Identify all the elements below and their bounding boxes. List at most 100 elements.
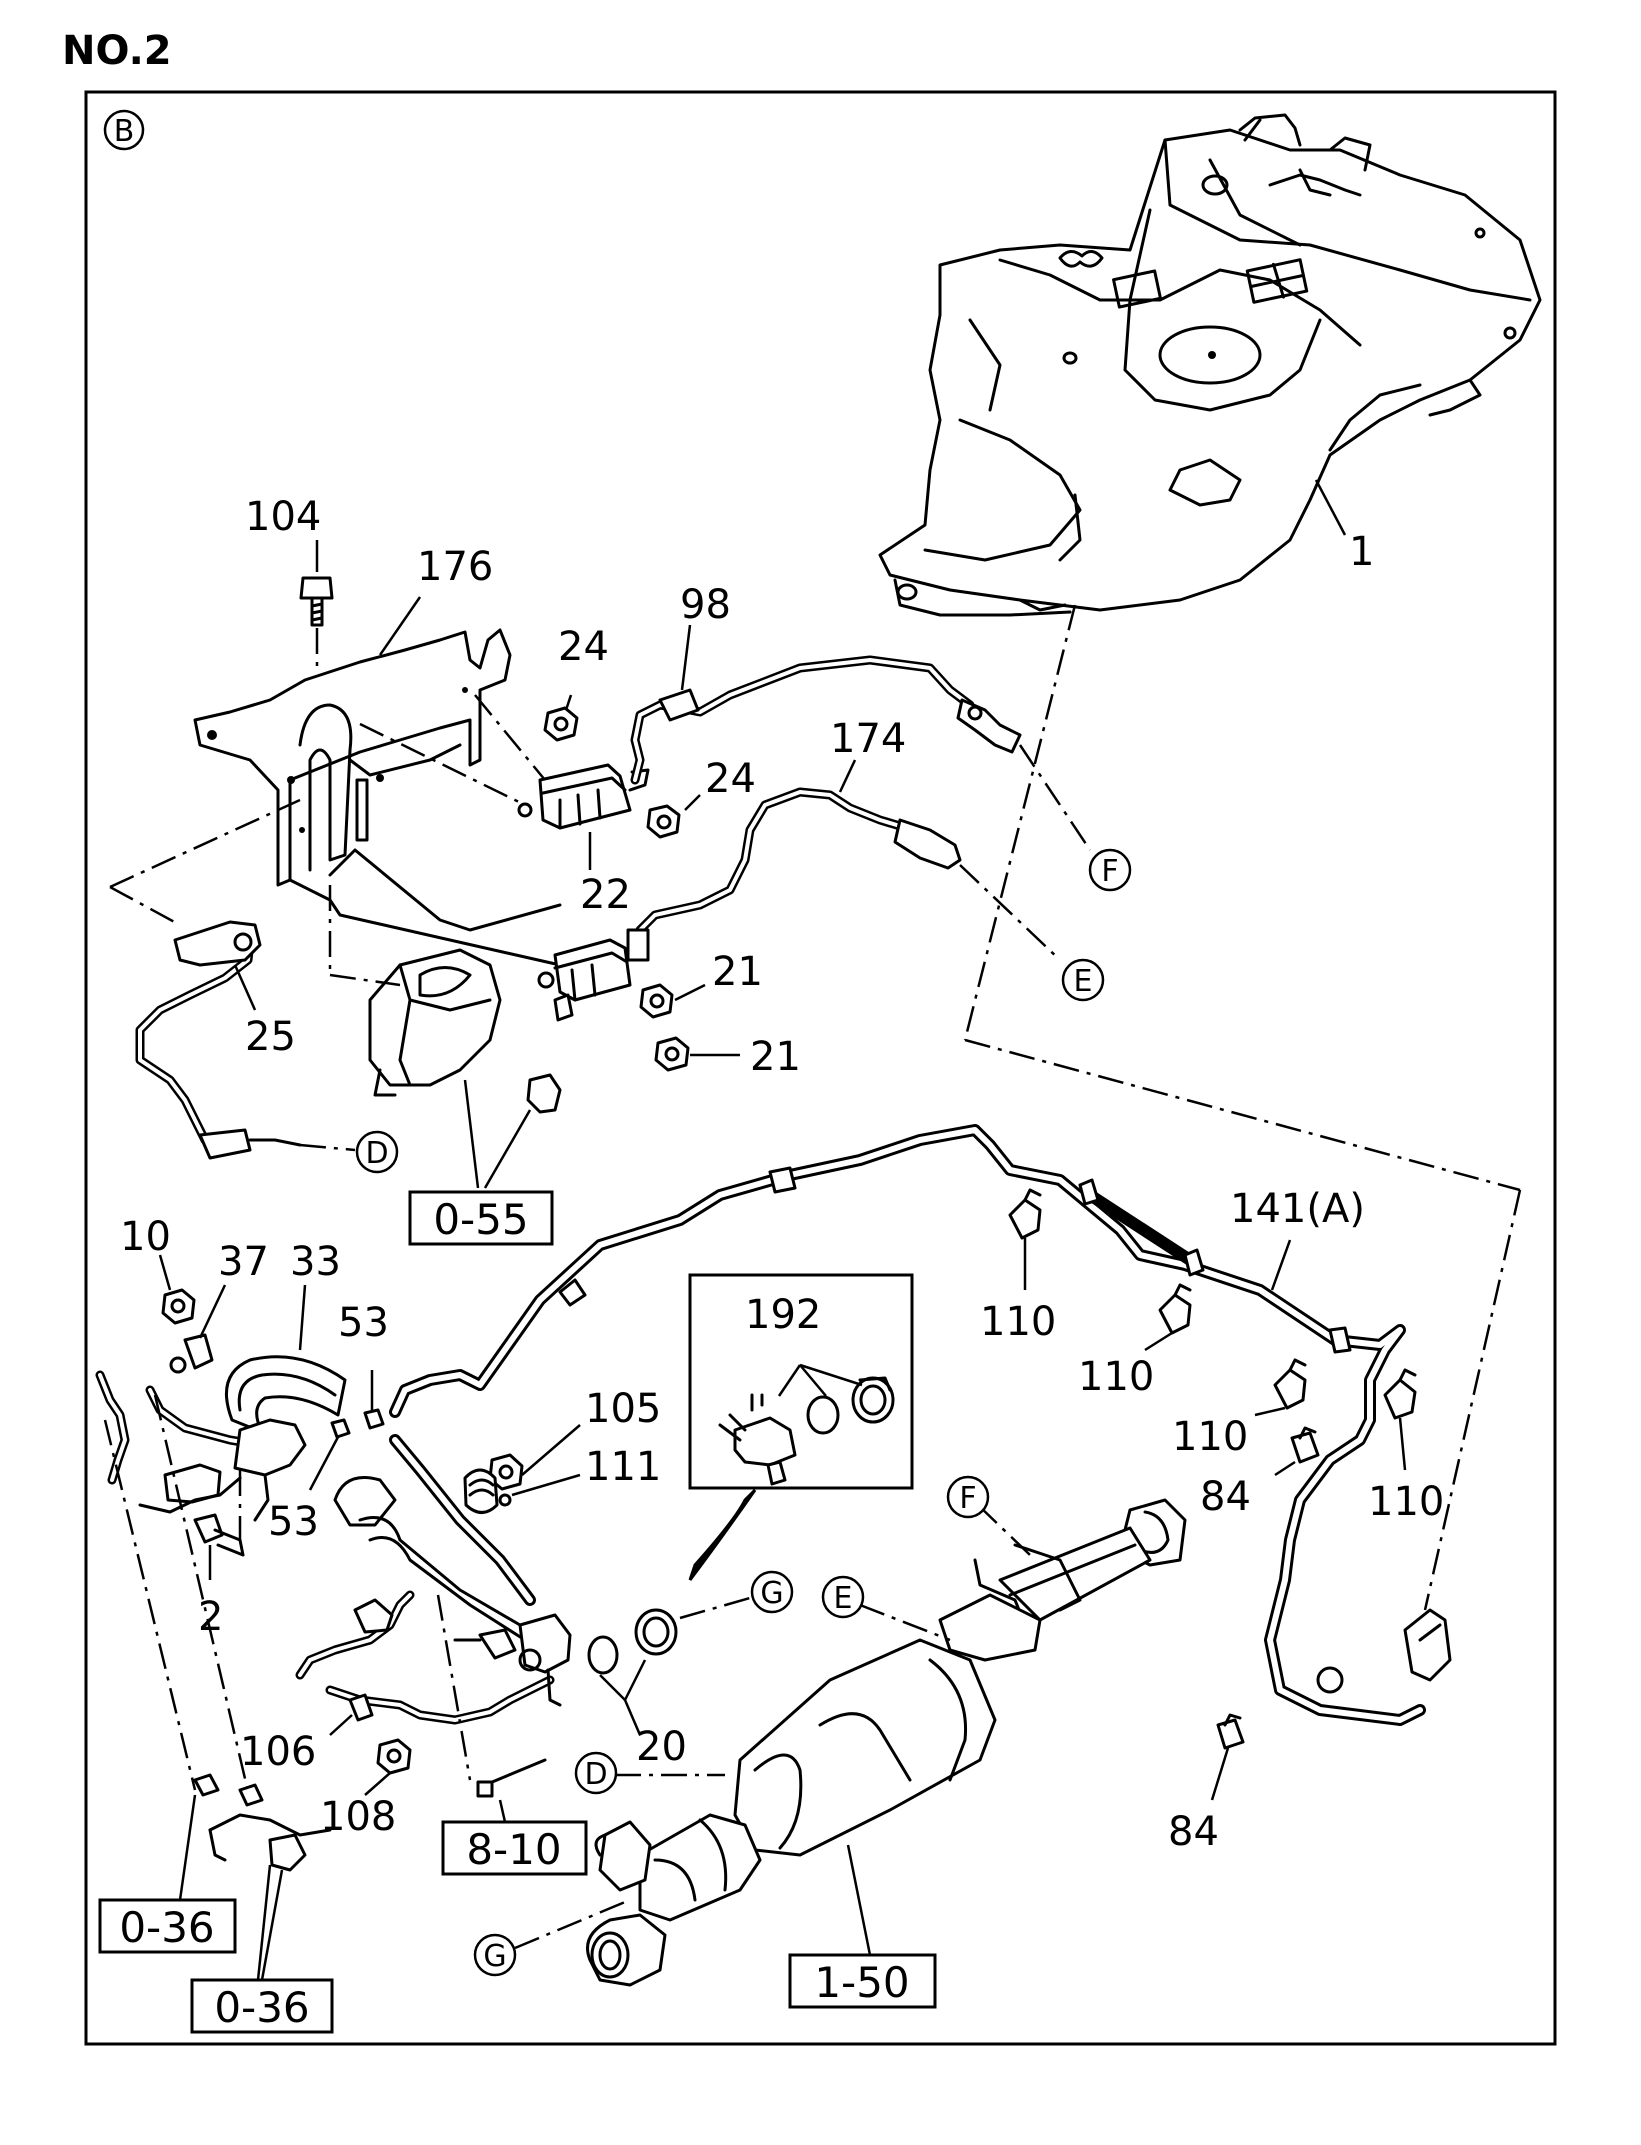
callout-110b: 110 [1078,1354,1154,1400]
ref-box-0-36b: 0-36 [190,1978,334,2034]
nut-24b [646,804,681,839]
svg-text:8-10: 8-10 [466,1825,561,1874]
connector-D-bottom: D [574,1751,618,1795]
bolt-810 [476,1758,547,1798]
callout-98: 98 [680,582,731,628]
nut-10 [161,1288,196,1325]
grommet-111 [463,1468,512,1514]
sensor-wire-98 [630,655,1022,785]
leader-24b [684,794,701,811]
ref-box-0-36a: 0-36 [98,1898,237,1954]
callout-21b: 21 [750,1034,801,1080]
svg-text:G: G [483,1939,506,1974]
clip-110d [1383,1368,1417,1420]
nut-21b [654,1036,690,1072]
leader-20b [623,1659,647,1701]
clip-84a [1290,1426,1320,1464]
module-21-icon [537,938,632,1022]
callout-192: 192 [745,1292,821,1338]
callout-108: 108 [320,1794,396,1840]
diagram-frame [84,90,1557,2046]
guide-tank-c [1423,1189,1522,1611]
callout-176: 176 [417,544,493,590]
clamp-37 [169,1333,214,1374]
canister-icon [368,948,562,1114]
svg-text:D: D [365,1136,388,1171]
leader-110b [1144,1331,1173,1352]
connector-E-bottom: E [821,1575,865,1619]
guide-canister-b [329,973,401,987]
leader-192c [777,1364,802,1397]
callout-1: 1 [1349,529,1374,575]
guide-036-b [153,1394,252,1801]
callout-20: 20 [636,1724,687,1770]
callout-21a: 21 [712,949,763,995]
leader-20a [599,1674,626,1701]
guide-D-left [299,1143,356,1152]
module-22-icon [517,763,650,830]
callout-24b: 24 [705,756,756,802]
leader-055a [463,1079,480,1189]
guide-E-bottom [859,1603,951,1642]
leader-192b [799,1363,863,1387]
ref-box-0-55: 0-55 [408,1190,554,1246]
clip-110b [1158,1283,1192,1335]
guide-036-a [103,1419,197,1791]
fuel-tank-icon [878,113,1542,617]
guide-810 [436,1594,472,1781]
svg-text:E: E [834,1581,853,1616]
bracket-036-icon [193,1773,332,1872]
leader-150 [846,1844,872,1956]
ref-box-1-50: 1-50 [788,1953,937,2009]
guide-F-bottom [977,1504,1031,1556]
guide-E-top [959,864,1061,961]
callout-106: 106 [240,1729,316,1775]
leader-055b [483,1109,532,1189]
guide-25-bracket [109,798,301,889]
callout-84a: 84 [1200,1474,1251,1520]
connector-E-top: E [1061,958,1105,1002]
callout-22: 22 [580,872,631,918]
ref-box-8-10: 8-10 [441,1820,588,1876]
guide-25-sensor [109,885,181,927]
callout-111: 111 [585,1444,661,1490]
leader-174 [838,759,857,793]
catalytic-converter-icon [586,1498,1187,1987]
leader-036b [256,1864,272,1981]
bolt-2 [193,1513,245,1557]
guide-G-top [679,1596,751,1620]
clip-106 [348,1693,374,1722]
callout-110c: 110 [1172,1414,1248,1460]
callout-104: 104 [245,494,321,540]
guide-22b [474,694,546,781]
callout-53b: 53 [268,1499,319,1545]
leader-111 [511,1473,581,1497]
callout-110d: 110 [1368,1479,1444,1525]
nut-21a [639,983,674,1019]
leader-141 [1270,1239,1292,1291]
bolt-104 [299,576,334,627]
leader-21a [674,983,706,1002]
bolt-53b [330,1418,351,1439]
leader-33 [298,1284,307,1351]
leader-110d [1398,1417,1407,1471]
leader-84a [1274,1460,1296,1477]
hose-lower [333,1434,536,1642]
leader-105 [521,1424,581,1476]
leader-810 [498,1799,507,1823]
callout-53a: 53 [338,1300,389,1346]
connector-G-bottom: G [473,1933,517,1977]
leader-110c [1254,1406,1286,1417]
svg-text:B: B [114,114,135,149]
callout-37: 37 [218,1239,269,1285]
callout-110a: 110 [980,1299,1056,1345]
leader-106 [329,1714,353,1736]
leader-53b [308,1436,340,1491]
nut-24a [543,706,579,742]
hose-33 [224,1355,347,1434]
connector-G-top: G [750,1570,794,1614]
connector-F-bottom: F [946,1475,990,1519]
callout-84b: 84 [1168,1809,1219,1855]
bolt-53a [363,1408,385,1430]
